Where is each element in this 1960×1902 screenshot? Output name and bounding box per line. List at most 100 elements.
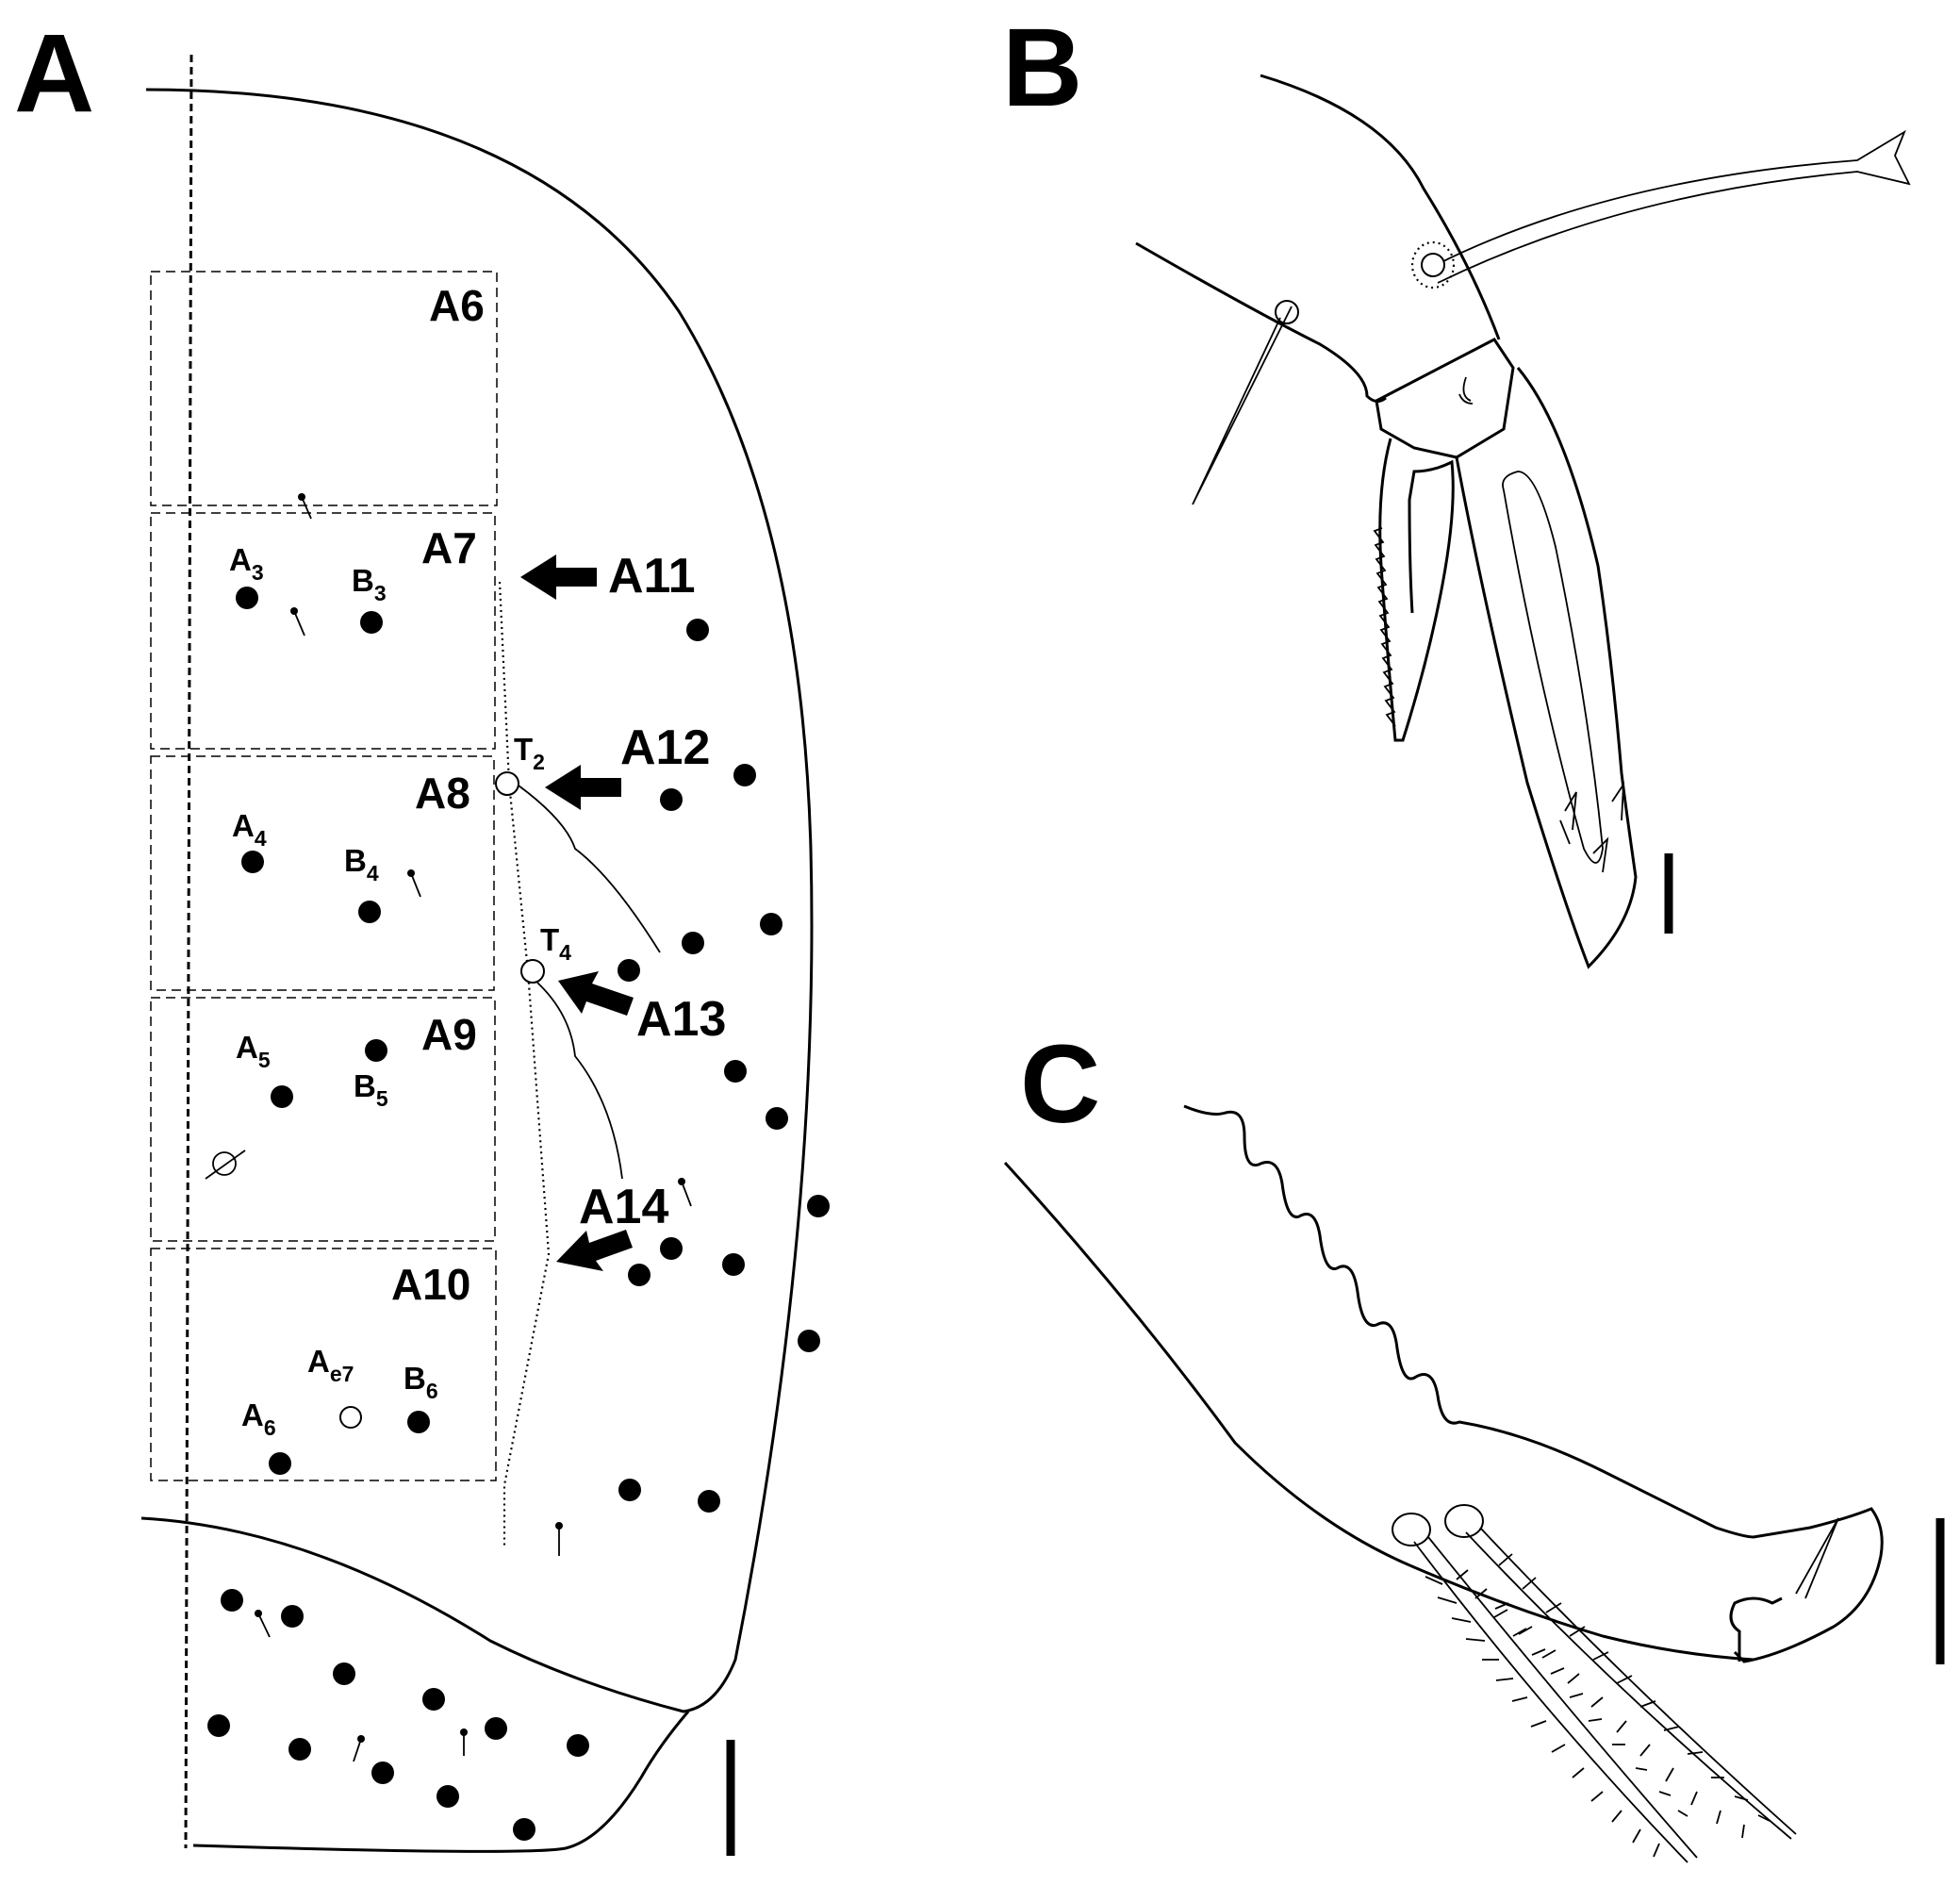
microchaeta	[353, 1735, 365, 1762]
macrochaeta	[281, 1605, 304, 1628]
macrochaeta	[422, 1688, 445, 1711]
macrochaeta	[241, 851, 264, 873]
label-chaeta-ae7: Ae7	[307, 1344, 354, 1386]
box-a9	[150, 997, 496, 1242]
empodium-serration	[1373, 527, 1396, 727]
macrochaeta	[733, 764, 756, 786]
arrow-a12	[545, 765, 621, 810]
label-chaeta-b6: B6	[404, 1361, 438, 1403]
macrochaeta	[221, 1589, 243, 1612]
macrochaeta	[360, 611, 383, 634]
unguis	[1455, 367, 1638, 969]
macrochaeta	[660, 788, 683, 811]
dotted-suture	[498, 581, 551, 1546]
panel-b: B	[1002, 6, 1911, 969]
macrochaeta	[365, 1039, 387, 1062]
macrochaeta	[485, 1717, 507, 1740]
panel-b-letter: B	[1002, 6, 1082, 130]
macrochaeta	[618, 959, 640, 982]
macrochaetae	[207, 587, 830, 1841]
sensillum-t4	[520, 959, 545, 984]
spine-chaeta-socket	[1275, 300, 1299, 324]
label-a11: A11	[608, 549, 696, 604]
box-a6	[150, 271, 498, 506]
label-chaeta-a4: A4	[232, 808, 267, 851]
panel-c-letter: C	[1020, 1022, 1100, 1147]
label-chaeta-t4: T4	[540, 922, 571, 965]
macrochaeta	[686, 619, 709, 641]
mucro-spine	[1795, 1517, 1839, 1599]
label-a12: A12	[620, 720, 710, 775]
arrow-a11	[520, 554, 597, 600]
microchaeta	[255, 1610, 271, 1638]
macrochaeta	[371, 1761, 394, 1784]
sensillum-t2	[495, 771, 519, 796]
label-a13: A13	[636, 992, 726, 1047]
macrochaeta	[724, 1060, 747, 1083]
label-a7: A7	[421, 523, 477, 572]
pseudopore	[205, 1149, 246, 1180]
tenent-hair-socket	[1410, 240, 1456, 289]
body-midline	[184, 54, 193, 1849]
label-chaeta-b5: B5	[354, 1068, 388, 1111]
macrochaeta	[698, 1490, 720, 1513]
ciliated-chaeta-socket	[1392, 1513, 1431, 1546]
microchaeta	[407, 869, 421, 898]
box-a7	[150, 512, 496, 750]
head-outline	[140, 88, 814, 1713]
label-chaeta-a3: A3	[229, 542, 264, 585]
ciliated-chaeta	[1413, 1536, 1698, 1863]
macrochaeta	[760, 913, 782, 935]
macrochaeta	[807, 1195, 830, 1217]
macrochaeta	[407, 1411, 430, 1433]
mucro-dorsal-crenulation	[1183, 1104, 1884, 1663]
macrochaeta	[682, 932, 704, 954]
label-a6: A6	[429, 281, 485, 330]
arrow-a14	[556, 1230, 633, 1271]
spine-chaeta	[1192, 306, 1293, 505]
panel-a-letter: A	[14, 11, 94, 136]
macrochaeta	[722, 1253, 745, 1276]
label-chaeta-t2: T2	[514, 732, 545, 774]
label-chaeta-b3: B3	[352, 563, 387, 605]
macrochaeta	[660, 1237, 683, 1260]
macrochaeta	[766, 1107, 788, 1130]
ciliated-chaeta-socket	[1444, 1504, 1484, 1538]
label-chaeta-b4: B4	[344, 843, 379, 885]
microchaeta	[555, 1522, 563, 1556]
tenent-hair	[1427, 129, 1911, 284]
macrochaeta	[288, 1738, 311, 1761]
sensillum-ae7	[339, 1406, 362, 1429]
macrochaeta	[628, 1264, 651, 1286]
label-a14: A14	[579, 1180, 668, 1234]
t2-trace	[518, 785, 661, 953]
t4-trace	[536, 982, 623, 1180]
tibiotarsus-lower-edge	[1135, 241, 1387, 403]
macrochaeta	[513, 1818, 535, 1841]
macrochaeta	[269, 1452, 291, 1475]
mucro-terminal-hook	[1729, 1596, 1783, 1662]
tibiotarsus-outline	[1260, 74, 1501, 340]
macrochaeta	[207, 1714, 230, 1737]
arrow-a13	[558, 971, 634, 1016]
microchaeta	[460, 1728, 468, 1756]
box-a8	[150, 755, 495, 991]
labium-outline	[192, 1711, 690, 1853]
label-chaeta-a5: A5	[236, 1030, 271, 1072]
macrochaeta	[618, 1479, 641, 1501]
label-a10: A10	[391, 1260, 470, 1309]
unguis-inner	[1502, 471, 1604, 864]
microchaetae	[255, 493, 692, 1762]
label-a8: A8	[415, 769, 470, 818]
macrochaeta	[567, 1734, 589, 1757]
microchaeta	[298, 493, 312, 520]
mucro-ventral-edge	[1003, 1161, 1754, 1662]
macrochaeta	[333, 1662, 355, 1685]
macrochaeta	[798, 1330, 820, 1352]
label-chaeta-a6: A6	[241, 1398, 276, 1440]
macrochaeta	[358, 901, 381, 923]
pretarsus	[1375, 338, 1515, 459]
chaeta-barbs	[1425, 1553, 1771, 1858]
pretarsus-mark	[1458, 376, 1474, 405]
